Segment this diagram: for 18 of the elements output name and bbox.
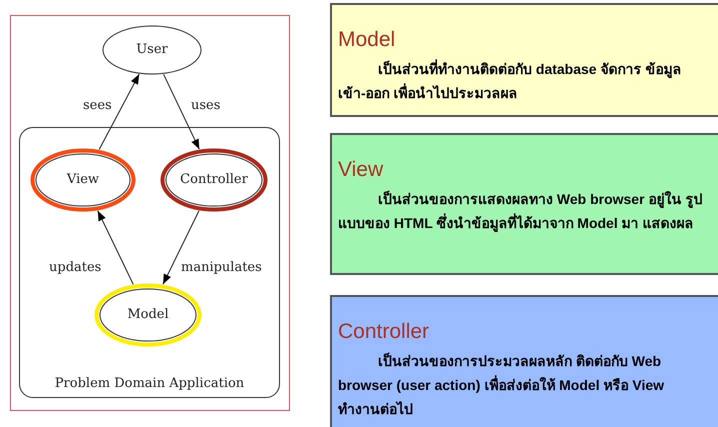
panel-heading: View xyxy=(338,157,384,183)
arrow xyxy=(162,210,200,285)
ellipse-node: Model xyxy=(94,283,202,347)
panel-heading: Model xyxy=(338,27,396,53)
panel-text: เป็นส่วนของการแสดงผลทาง Web browser อยู่ใน รูปแบบของ HTML ซึ่งนำข้อมูลที่ได้มาจาก Model มา แสดงผล xyxy=(338,190,704,234)
arrow xyxy=(97,210,134,285)
group-label: Problem Domain Application xyxy=(54,374,246,392)
ellipse-node: Controller xyxy=(160,148,268,212)
panel-text: เป็นส่วนของการประมวลผลหลัก ติดต่อกับ Web browser (user action) เพื่อส่งต่อให้ Model หรือ View ทำงานต่อไป xyxy=(338,352,666,419)
panel-heading: Controller xyxy=(338,319,430,345)
ellipse-node: View xyxy=(30,148,136,212)
info-panel xyxy=(330,3,718,117)
info-panel xyxy=(330,295,718,427)
panel-text: เป็นส่วนที่ทำงานติดต่อกับ database จัดการ ข้อมูลเข้า-ออก เพื่อนำไปประมวลผล xyxy=(338,58,682,103)
arrow xyxy=(163,74,200,150)
ellipse-node: User xyxy=(102,25,202,75)
arrow xyxy=(98,74,140,150)
info-panel xyxy=(330,133,718,275)
